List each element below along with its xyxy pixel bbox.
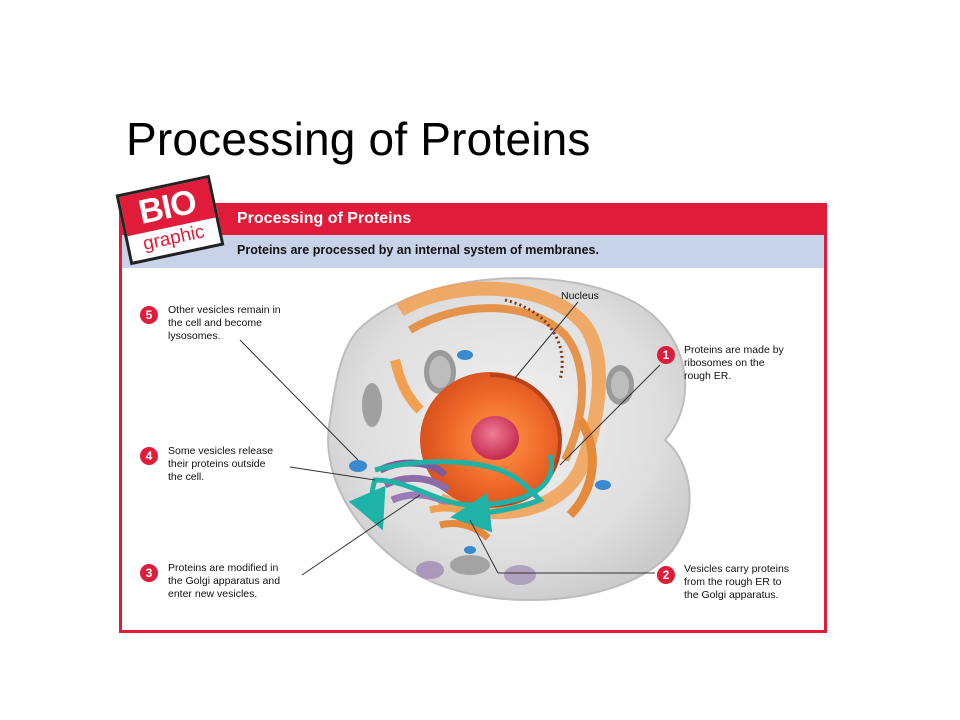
mitochondrion — [362, 383, 382, 427]
protein-path-arrow — [348, 454, 554, 531]
step-2-text: Vesicles carry proteins from the rough E… — [684, 563, 790, 601]
step-1-text: Proteins are made by ribosomes on the ro… — [684, 344, 784, 382]
mitochondrion — [450, 555, 490, 575]
step-3-text: Proteins are modified in the Golgi appar… — [168, 562, 281, 600]
leader-line-3 — [301, 494, 421, 576]
leader-line-1 — [559, 364, 661, 466]
protein-path-arrow — [374, 459, 545, 533]
step-2-badge: 2 — [657, 566, 675, 584]
vesicle — [595, 480, 611, 490]
step-5-text: Other vesicles remain in the cell and be… — [168, 304, 281, 342]
step-5-badge: 5 — [140, 306, 158, 324]
vesicle — [464, 546, 476, 554]
nucleus-label: Nucleus — [561, 290, 599, 302]
step-4-badge: 4 — [140, 447, 158, 465]
step-1-badge: 1 — [657, 346, 675, 364]
leader-line-nucleus — [514, 301, 579, 379]
leader-line-4 — [289, 466, 376, 481]
nucleolus — [471, 416, 519, 460]
subheader-bar: Proteins are processed by an internal sy… — [122, 235, 824, 268]
subheader-title: Proteins are processed by an internal sy… — [237, 243, 599, 257]
header-bar: Processing of Proteins — [122, 206, 824, 235]
step-4-text: Some vesicles release their proteins out… — [168, 445, 274, 483]
step-3-badge: 3 — [140, 564, 158, 582]
vesicle — [349, 460, 367, 472]
vesicle — [457, 350, 473, 360]
leader-line-5 — [239, 339, 359, 461]
lysosome — [416, 561, 444, 579]
header-title: Processing of Proteins — [237, 210, 412, 227]
lysosome — [504, 565, 536, 585]
slide-title: Processing of Proteins — [126, 113, 591, 165]
rough-er — [396, 281, 606, 520]
